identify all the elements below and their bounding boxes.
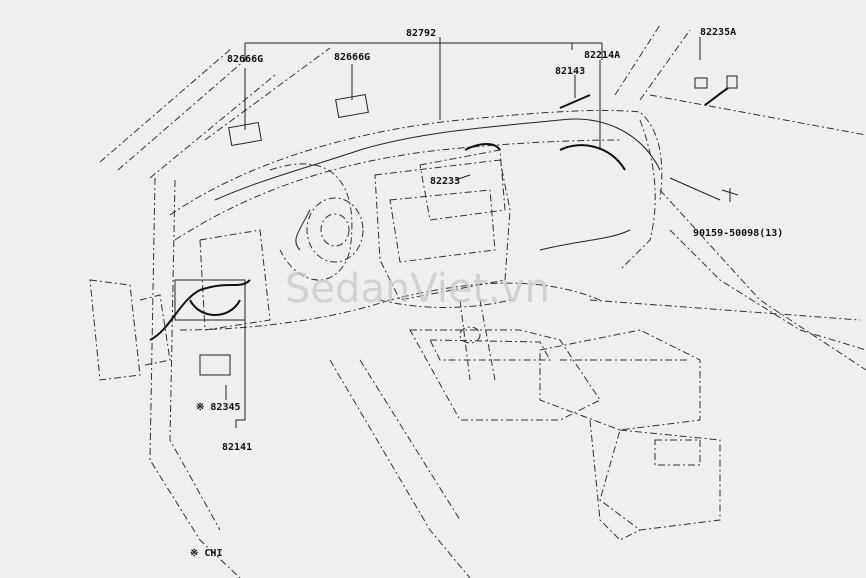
wire-harness (149, 87, 729, 341)
dashboard-outline (169, 109, 663, 331)
part-label-82345: ※ 82345 (196, 402, 241, 413)
part-label-82233: 82233 (430, 176, 460, 187)
part-label-82666g-left: 82666G (227, 54, 263, 65)
part-label-82141: 82141 (222, 442, 252, 453)
body-outline (99, 24, 866, 578)
callout-labels: 82792 82666G 82666G 82143 82214A 82235A … (190, 27, 783, 559)
kick-panel (89, 279, 171, 381)
part-label-82792: 82792 (406, 28, 436, 39)
part-label-82666g-mid: 82666G (334, 52, 370, 63)
instrument-cluster (199, 197, 364, 331)
part-label-82214a: 82214A (584, 50, 620, 61)
footnote: ※ CHI (190, 548, 222, 559)
connector-blocks (174, 75, 739, 376)
part-label-82235a: 82235A (700, 27, 736, 38)
part-label-90159: 90159-50098(13) (693, 228, 783, 239)
leader-lines (225, 37, 721, 428)
part-label-82143: 82143 (555, 66, 585, 77)
center-console (409, 299, 721, 541)
watermark: SedanViet.vn (285, 266, 550, 312)
